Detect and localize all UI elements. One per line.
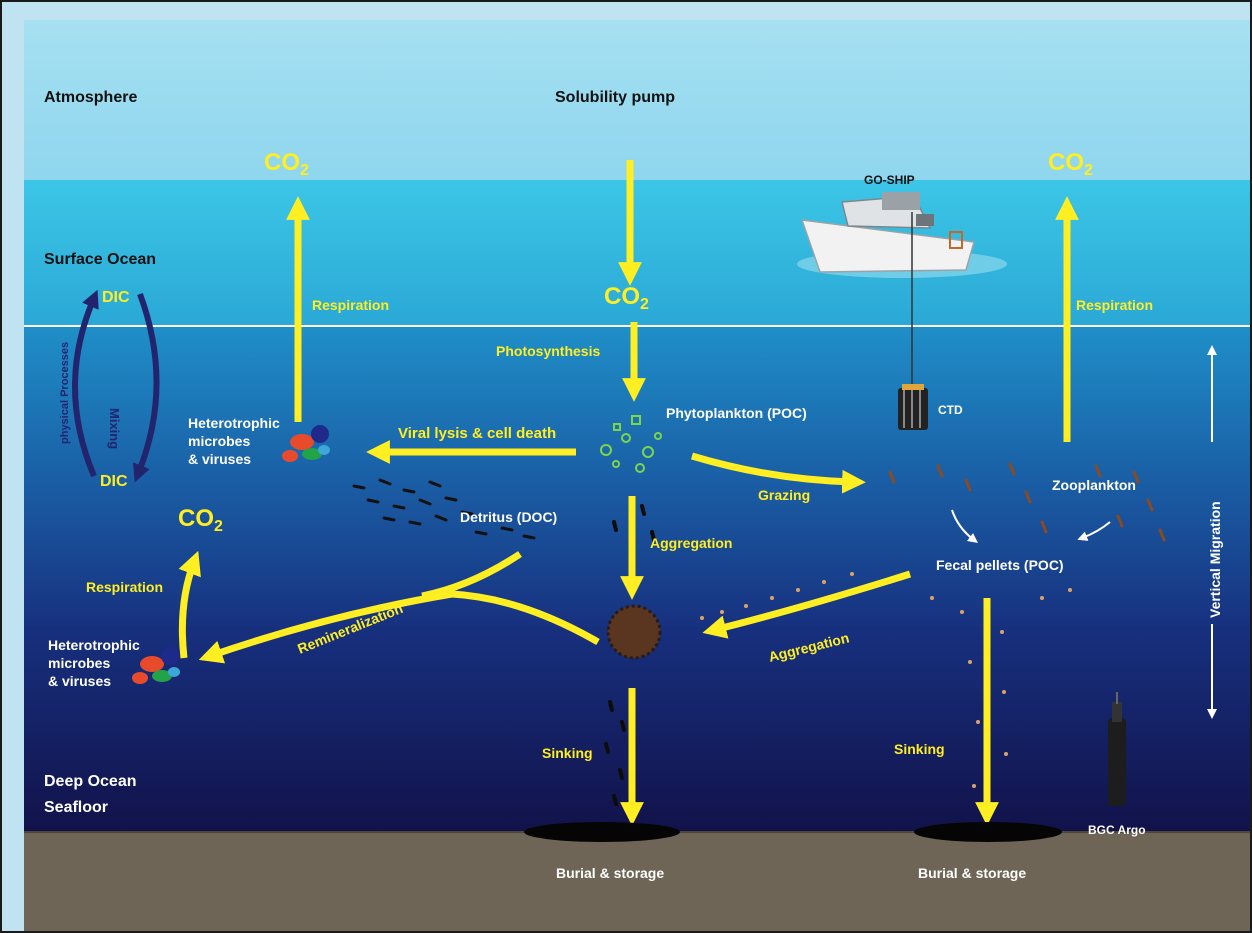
heterotrophic-upper-line2: microbes <box>188 433 250 449</box>
mixing-arrow-right <box>133 292 160 483</box>
aggregation-middle-label: Aggregation <box>650 535 732 551</box>
dic-top-label: DIC <box>102 289 130 306</box>
feeding-arrow-2 <box>1077 521 1111 541</box>
ctd-label: CTD <box>938 403 963 417</box>
remineralization-arrow-2 <box>198 590 600 664</box>
remineralization-arrow <box>421 551 522 600</box>
surface-ocean-layer <box>24 180 1250 326</box>
respiration-left-label: Respiration <box>312 297 389 313</box>
aggregate-particle <box>606 604 662 660</box>
heterotrophic-lower-line1: Heterotrophic <box>48 637 140 653</box>
burial-mound-right <box>914 822 1062 842</box>
co2-right-label: CO2 <box>1048 149 1093 179</box>
respiration-lower-label: Respiration <box>86 579 163 595</box>
microbe-cluster-lower <box>132 647 180 684</box>
vertical-migration-label: Vertical Migration <box>1207 501 1223 618</box>
heterotrophic-lower-line3: & viruses <box>48 673 111 689</box>
co2-center-label: CO2 <box>604 283 649 313</box>
sinking-right-label: Sinking <box>894 741 945 757</box>
grazing-label: Grazing <box>758 487 810 503</box>
surface-ocean-label: Surface Ocean <box>44 251 156 268</box>
mixing-label: Mixing <box>107 408 122 449</box>
ctd-instrument <box>898 384 928 430</box>
sinking-middle-label: Sinking <box>542 745 593 761</box>
burial-right-label: Burial & storage <box>918 865 1026 881</box>
seafloor-label: Seafloor <box>44 799 108 816</box>
ship-illustration <box>797 192 1007 278</box>
feeding-arrow-1 <box>951 509 978 544</box>
argo-label: BGC Argo <box>1088 823 1146 837</box>
fecal-pellets-label: Fecal pellets (POC) <box>936 557 1064 573</box>
atmosphere-label: Atmosphere <box>44 89 137 106</box>
phytoplankton-cluster <box>600 415 662 473</box>
dic-bottom-label: DIC <box>100 473 128 490</box>
respiration-lower-arrow <box>178 550 201 659</box>
atmosphere-layer <box>24 20 1250 180</box>
sinking-particles <box>604 504 656 806</box>
detritus-particles <box>352 478 536 540</box>
burial-mound-left <box>524 822 680 842</box>
detritus-label: Detritus (DOC) <box>460 509 557 525</box>
burial-left-label: Burial & storage <box>556 865 664 881</box>
argo-float <box>1108 692 1126 806</box>
aggregation-left-arrow <box>702 570 912 639</box>
mixing-arrow-left <box>72 289 99 478</box>
zooplankton-marks <box>888 462 1166 542</box>
grazing-arrow <box>690 452 866 494</box>
heterotrophic-upper-line3: & viruses <box>188 451 251 467</box>
fecal-pellet-dots <box>700 572 1072 788</box>
seafloor-layer <box>24 832 1250 931</box>
photosynthesis-label: Photosynthesis <box>496 343 600 359</box>
physical-processes-label: physical Processes <box>59 342 71 444</box>
zooplankton-label: Zooplankton <box>1052 477 1136 493</box>
viral-lysis-label: Viral lysis & cell death <box>398 425 556 442</box>
microbe-cluster-upper <box>282 425 330 462</box>
deep-ocean-label: Deep Ocean <box>44 773 136 790</box>
heterotrophic-upper-line1: Heterotrophic <box>188 415 280 431</box>
co2-lower-label: CO2 <box>178 505 223 535</box>
go-ship-label: GO-SHIP <box>864 173 915 187</box>
heterotrophic-lower-line2: microbes <box>48 655 110 671</box>
co2-left-label: CO2 <box>264 149 309 179</box>
phytoplankton-label: Phytoplankton (POC) <box>666 405 807 421</box>
respiration-right-label: Respiration <box>1076 297 1153 313</box>
title-label: Solubility pump <box>555 89 675 106</box>
